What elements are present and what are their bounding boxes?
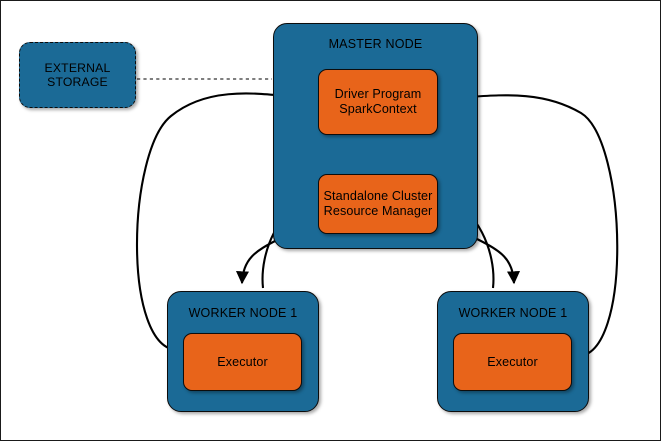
worker-node-2-label: WORKER NODE 1	[458, 306, 568, 320]
cluster-resource-manager-label: Standalone Cluster Resource Manager	[323, 189, 433, 218]
master-node-label: MASTER NODE	[328, 37, 423, 51]
executor-1-label: Executor	[217, 354, 268, 369]
driver-program-label: Driver Program SparkContext	[334, 87, 422, 116]
external-storage-node[interactable]: EXTERNAL STORAGE	[19, 42, 136, 108]
executor-2-label: Executor	[487, 354, 538, 369]
executor-2-node[interactable]: Executor	[453, 333, 572, 391]
edge-cluster-manager-to-worker2	[476, 238, 521, 285]
cluster-resource-manager-node[interactable]: Standalone Cluster Resource Manager	[318, 174, 438, 234]
executor-1-node[interactable]: Executor	[183, 333, 302, 391]
worker-node-1-label: WORKER NODE 1	[188, 306, 298, 320]
edge-cluster-manager-to-worker1	[235, 238, 280, 285]
external-storage-label: EXTERNAL STORAGE	[44, 60, 111, 89]
driver-program-node[interactable]: Driver Program SparkContext	[318, 69, 438, 135]
